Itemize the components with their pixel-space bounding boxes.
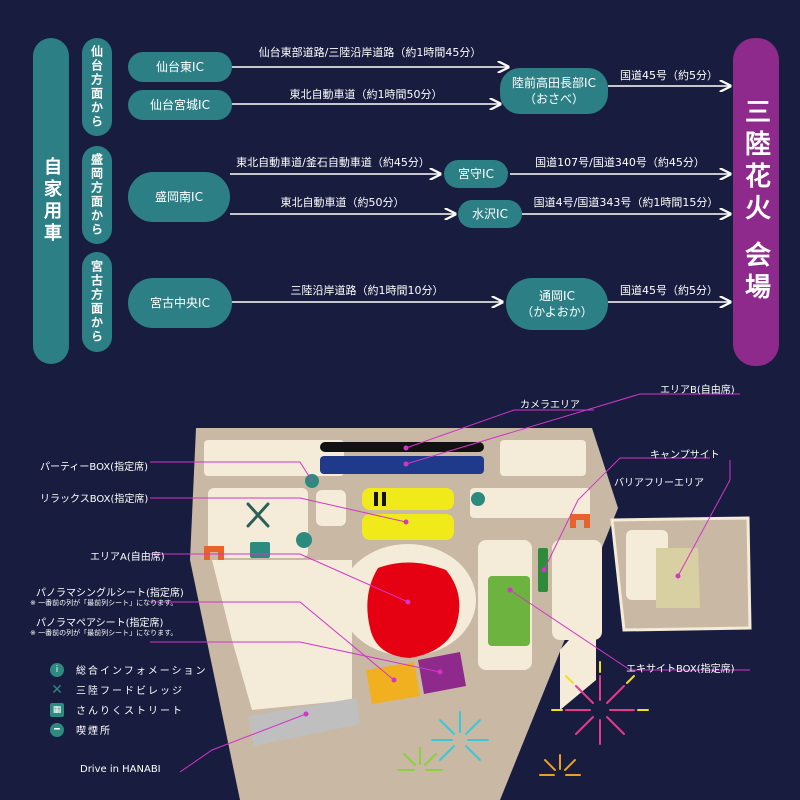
- fireworks: [397, 661, 649, 776]
- area-b-block: [320, 456, 484, 474]
- shop-icon: [250, 542, 270, 558]
- ic-tooka-reading: （かよおか）: [521, 305, 593, 319]
- legend-smoking: ━ 喫煙所: [50, 722, 112, 737]
- smoking-icon: [471, 492, 485, 506]
- legend-smoking-label: 喫煙所: [76, 726, 112, 737]
- legend-shop-label: さんりくストリート: [76, 706, 184, 717]
- pano-single-block: [366, 662, 420, 704]
- label-area-a: エリアA(自由席): [90, 552, 165, 563]
- ic-morioka-minami: 盛岡南IC: [128, 172, 230, 222]
- route-arrows: [230, 0, 800, 380]
- ic-rikuzentakata: 陸前高田長部IC （おさべ）: [500, 68, 608, 114]
- drive-in-block: [248, 698, 360, 746]
- label-pano-pair: パノラマペアシート(指定席): [36, 618, 164, 629]
- info-icon: i: [50, 662, 64, 677]
- note-pano-single: ※ 一番前の列が「最前列シート」になります。: [30, 599, 178, 607]
- group-morioka: 盛岡方面から: [82, 146, 112, 244]
- ic-miyako-chuo: 宮古中央IC: [128, 278, 232, 328]
- venue-label: 三陸花火 会場: [733, 38, 779, 366]
- label-barrierfree: バリアフリーエリア: [614, 478, 704, 489]
- ic-tooka-name: 通岡IC: [539, 288, 575, 303]
- road-8: 三陸沿岸道路（約1時間10分）: [290, 284, 444, 297]
- ic-miyamori: 宮守IC: [444, 160, 508, 188]
- road-1: 仙台東部道路/三陸沿岸道路（約1時間45分）: [258, 46, 482, 59]
- info-icon: [296, 532, 312, 548]
- label-drive-in: Drive in HANABI: [80, 764, 161, 775]
- smoking-icon: ━: [50, 722, 64, 737]
- road-2: 東北自動車道（約1時間50分）: [289, 88, 443, 101]
- legend-info: i 総合インフォメーション: [50, 662, 208, 677]
- camera-area-block: [320, 442, 484, 452]
- food-icon: [246, 502, 270, 528]
- relax-box-block: [362, 514, 454, 540]
- food-icon: ✕: [51, 681, 63, 698]
- ic-sendai-miyagi: 仙台宮城IC: [128, 90, 232, 120]
- legend-info-label: 総合インフォメーション: [76, 666, 208, 677]
- label-camp-site: キャンプサイト: [650, 450, 720, 461]
- group-sendai: 仙台方面から: [82, 38, 112, 136]
- ic-mizusawa: 水沢IC: [458, 200, 522, 228]
- label-pano-single: パノラマシングルシート(指定席): [36, 588, 184, 599]
- excite-box-block: [488, 576, 530, 646]
- label-relax-box: リラックスBOX(指定席): [40, 494, 149, 505]
- ic-sendai-higashi: 仙台東IC: [128, 52, 232, 82]
- venue-map: [150, 393, 752, 800]
- group-miyako: 宮古方面から: [82, 252, 112, 352]
- shop-icon: ▦: [50, 702, 64, 717]
- ic-rikuzentakata-name: 陸前高田長部IC: [512, 75, 596, 90]
- area-a-block: [367, 562, 460, 658]
- road-7: 国道4号/国道343号（約1時間15分）: [533, 196, 719, 209]
- label-camera-area: カメラエリア: [520, 400, 580, 411]
- road-6: 東北自動車道（約50分）: [280, 196, 405, 209]
- road-3: 国道45号（約5分）: [620, 69, 718, 82]
- note-pano-pair: ※ 一番前の列が「最前列シート」になります。: [30, 629, 178, 637]
- ic-rikuzentakata-reading: （おさべ）: [523, 92, 584, 106]
- car-label: 自家用車: [33, 38, 69, 364]
- legend-shop: ▦ さんりくストリート: [50, 702, 184, 717]
- label-excite-box: エキサイトBOX(指定席): [626, 664, 735, 675]
- label-area-b: エリアB(自由席): [660, 385, 735, 396]
- road-9: 国道45号（約5分）: [620, 284, 718, 297]
- label-party-box: パーティーBOX(指定席): [40, 462, 148, 473]
- legend-food-label: 三陸フードビレッジ: [76, 686, 184, 697]
- legend-food: ✕ 三陸フードビレッジ: [50, 681, 184, 698]
- road-4: 東北自動車道/釜石自動車道（約45分）: [236, 156, 430, 169]
- road-5: 国道107号/国道340号（約45分）: [535, 156, 705, 169]
- ic-tooka: 通岡IC （かよおか）: [506, 278, 608, 330]
